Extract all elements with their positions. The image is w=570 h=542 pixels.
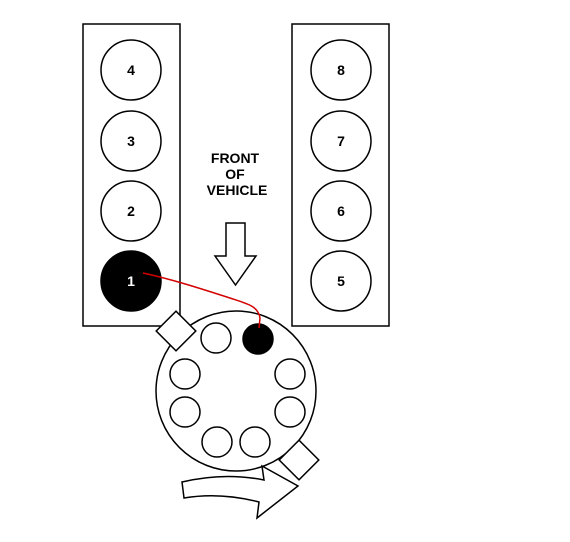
front-label-line-2: OF <box>225 166 245 182</box>
cylinder-7-label: 7 <box>337 133 345 149</box>
distributor-terminal <box>169 358 201 390</box>
distributor-terminal <box>274 396 306 428</box>
distributor-terminal <box>274 358 306 390</box>
distributor-terminal-active <box>242 323 274 355</box>
distributor-terminal <box>201 426 233 458</box>
right-bank-cylinders: 8 7 6 5 <box>310 39 372 312</box>
front-label-line-1: FRONT <box>211 150 260 166</box>
cylinder-1-label: 1 <box>127 273 135 289</box>
cylinder-6-label: 6 <box>337 203 345 219</box>
cylinder-7: 7 <box>310 110 372 172</box>
front-of-vehicle-label: FRONT OF VEHICLE <box>207 150 268 198</box>
distributor-mount-tab <box>155 310 197 352</box>
cylinder-5: 5 <box>310 250 372 312</box>
cylinder-1: 1 <box>100 250 162 312</box>
cylinder-3-label: 3 <box>127 133 135 149</box>
distributor-terminal <box>169 396 201 428</box>
cylinder-5-label: 5 <box>337 273 345 289</box>
left-bank-cylinders: 4 3 2 1 <box>100 39 162 312</box>
distributor-terminal <box>239 426 271 458</box>
cylinder-4-label: 4 <box>127 62 135 78</box>
down-arrow-icon <box>213 222 258 287</box>
distributor-terminals <box>169 322 306 458</box>
front-label-line-3: VEHICLE <box>207 182 268 198</box>
cylinder-6: 6 <box>310 180 372 242</box>
cylinder-2-label: 2 <box>127 203 135 219</box>
spark-plug-wire <box>142 272 261 329</box>
cylinder-8: 8 <box>310 39 372 101</box>
cylinder-3: 3 <box>100 110 162 172</box>
distributor-mount-tab <box>278 439 320 481</box>
curved-arrow-icon <box>181 464 300 520</box>
distributor-cap <box>155 310 317 472</box>
cylinder-2: 2 <box>100 180 162 242</box>
distributor-terminal <box>200 322 232 354</box>
cylinder-4: 4 <box>100 39 162 101</box>
cylinder-8-label: 8 <box>337 62 345 78</box>
